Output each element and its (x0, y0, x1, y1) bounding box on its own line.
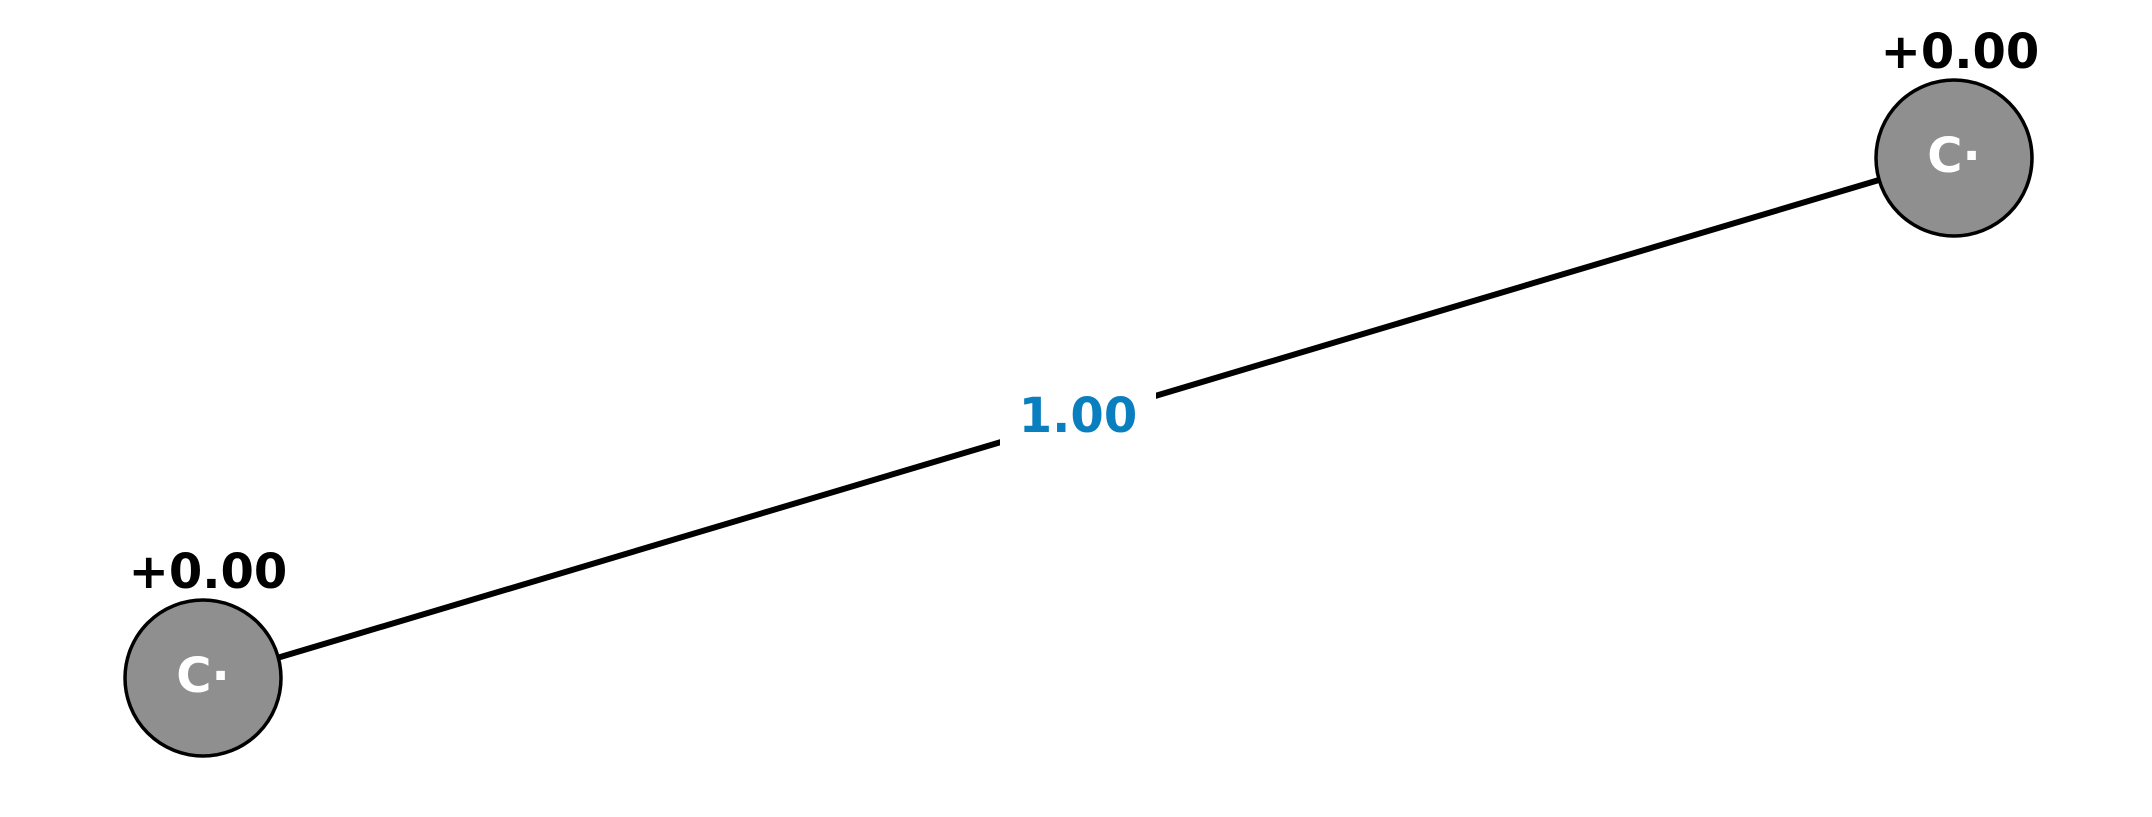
bond-label-background (1000, 378, 1156, 448)
atom-circle (1874, 78, 2034, 238)
atom-left: C· +0.00 (123, 544, 288, 758)
bond: 1.00 (276, 177, 1880, 661)
atom-charge-label: +0.00 (129, 544, 288, 600)
atom-right: C· +0.00 (1874, 24, 2040, 238)
bond-order-label: 1.00 (1019, 388, 1137, 444)
atom-circle (123, 598, 283, 758)
atom-charge-label: +0.00 (1881, 24, 2040, 80)
atom-symbol: C· (176, 648, 229, 704)
atom-symbol: C· (1927, 128, 1980, 184)
